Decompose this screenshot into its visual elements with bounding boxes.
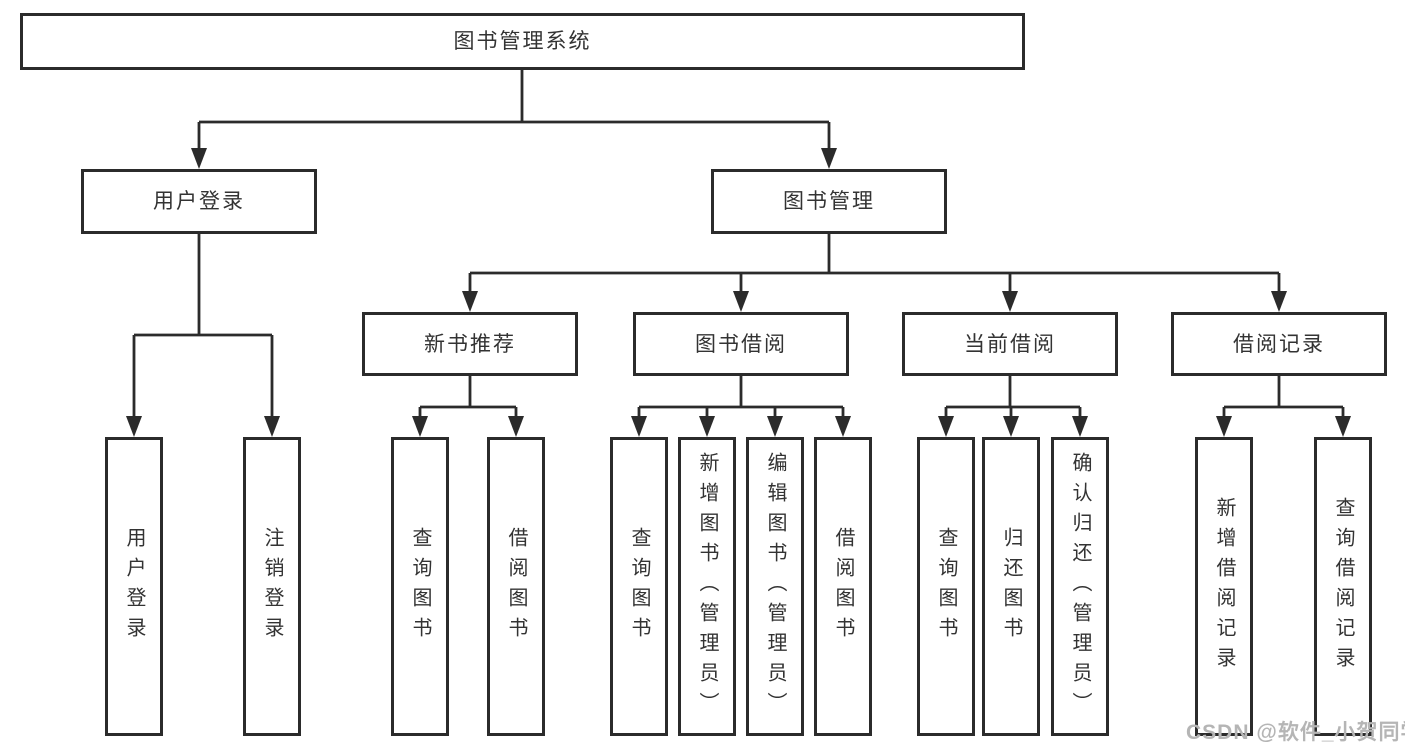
arrow-down-icon <box>1072 416 1088 437</box>
arrow-down-icon <box>1216 416 1232 437</box>
leaf-borrow-books: 借阅图书 <box>487 437 545 736</box>
leaf-return-books: 归还图书 <box>982 437 1040 736</box>
node-label: 当前借阅 <box>964 332 1056 356</box>
node-label: 查询图书 <box>935 526 957 647</box>
arrow-down-icon <box>835 416 851 437</box>
node-label: 用户登录 <box>153 190 245 213</box>
node-borrow-record: 借阅记录 <box>1171 312 1387 376</box>
node-label: 借阅图书 <box>832 526 854 647</box>
arrow-down-icon <box>126 416 142 437</box>
leaf-edit-books-admin: 编辑图书（管理员） <box>746 437 804 736</box>
leaf-borrow-books: 借阅图书 <box>814 437 872 736</box>
arrow-down-icon <box>699 416 715 437</box>
arrow-down-icon <box>1003 416 1019 437</box>
leaf-query-borrow-record: 查询借阅记录 <box>1314 437 1372 736</box>
connector-lines <box>132 70 1345 418</box>
node-label: 新书推荐 <box>424 332 516 356</box>
node-label: 新增图书（管理员） <box>696 451 718 722</box>
leaf-query-books: 查询图书 <box>391 437 449 736</box>
leaf-query-books: 查询图书 <box>610 437 668 736</box>
leaf-confirm-return-admin: 确认归还（管理员） <box>1051 437 1109 736</box>
node-label: 借阅图书 <box>505 526 527 647</box>
node-label: 查询借阅记录 <box>1332 496 1354 677</box>
arrow-down-icon <box>508 416 524 437</box>
node-label: 编辑图书（管理员） <box>764 451 786 722</box>
csdn-watermark: CSDN @软件_小贺同学 <box>1186 721 1405 744</box>
leaf-query-books: 查询图书 <box>917 437 975 736</box>
node-user-login-branch: 用户登录 <box>81 169 317 234</box>
node-book-borrow: 图书借阅 <box>633 312 849 376</box>
node-label: 借阅记录 <box>1233 332 1325 356</box>
arrow-down-icon <box>938 416 954 437</box>
node-label: 归还图书 <box>1000 526 1022 647</box>
leaf-add-borrow-record: 新增借阅记录 <box>1195 437 1253 736</box>
arrow-down-icon <box>767 416 783 437</box>
node-label: 图书管理系统 <box>453 30 592 53</box>
node-book-management-branch: 图书管理 <box>711 169 947 234</box>
arrow-down-icon <box>1271 291 1287 312</box>
arrow-down-icon <box>462 291 478 312</box>
node-label: 图书管理 <box>783 190 875 213</box>
arrow-down-icon <box>1335 416 1351 437</box>
node-new-book-recommend: 新书推荐 <box>362 312 578 376</box>
leaf-add-books-admin: 新增图书（管理员） <box>678 437 736 736</box>
arrow-down-icon <box>821 148 837 169</box>
node-label: 用户登录 <box>123 526 145 647</box>
arrow-down-icon <box>733 291 749 312</box>
node-label: 确认归还（管理员） <box>1069 451 1091 722</box>
node-current-borrow: 当前借阅 <box>902 312 1118 376</box>
arrow-down-icon <box>1002 291 1018 312</box>
node-label: 查询图书 <box>628 526 650 647</box>
leaf-logout: 注销登录 <box>243 437 301 736</box>
node-label: 查询图书 <box>409 526 431 647</box>
node-label: 注销登录 <box>261 526 283 647</box>
arrow-down-icon <box>264 416 280 437</box>
node-label: 新增借阅记录 <box>1213 496 1235 677</box>
leaf-user-login: 用户登录 <box>105 437 163 736</box>
node-root-system: 图书管理系统 <box>20 13 1025 70</box>
arrowhead-icons <box>126 148 1351 437</box>
arrow-down-icon <box>631 416 647 437</box>
arrow-down-icon <box>191 148 207 169</box>
node-label: 图书借阅 <box>695 332 787 356</box>
arrow-down-icon <box>412 416 428 437</box>
